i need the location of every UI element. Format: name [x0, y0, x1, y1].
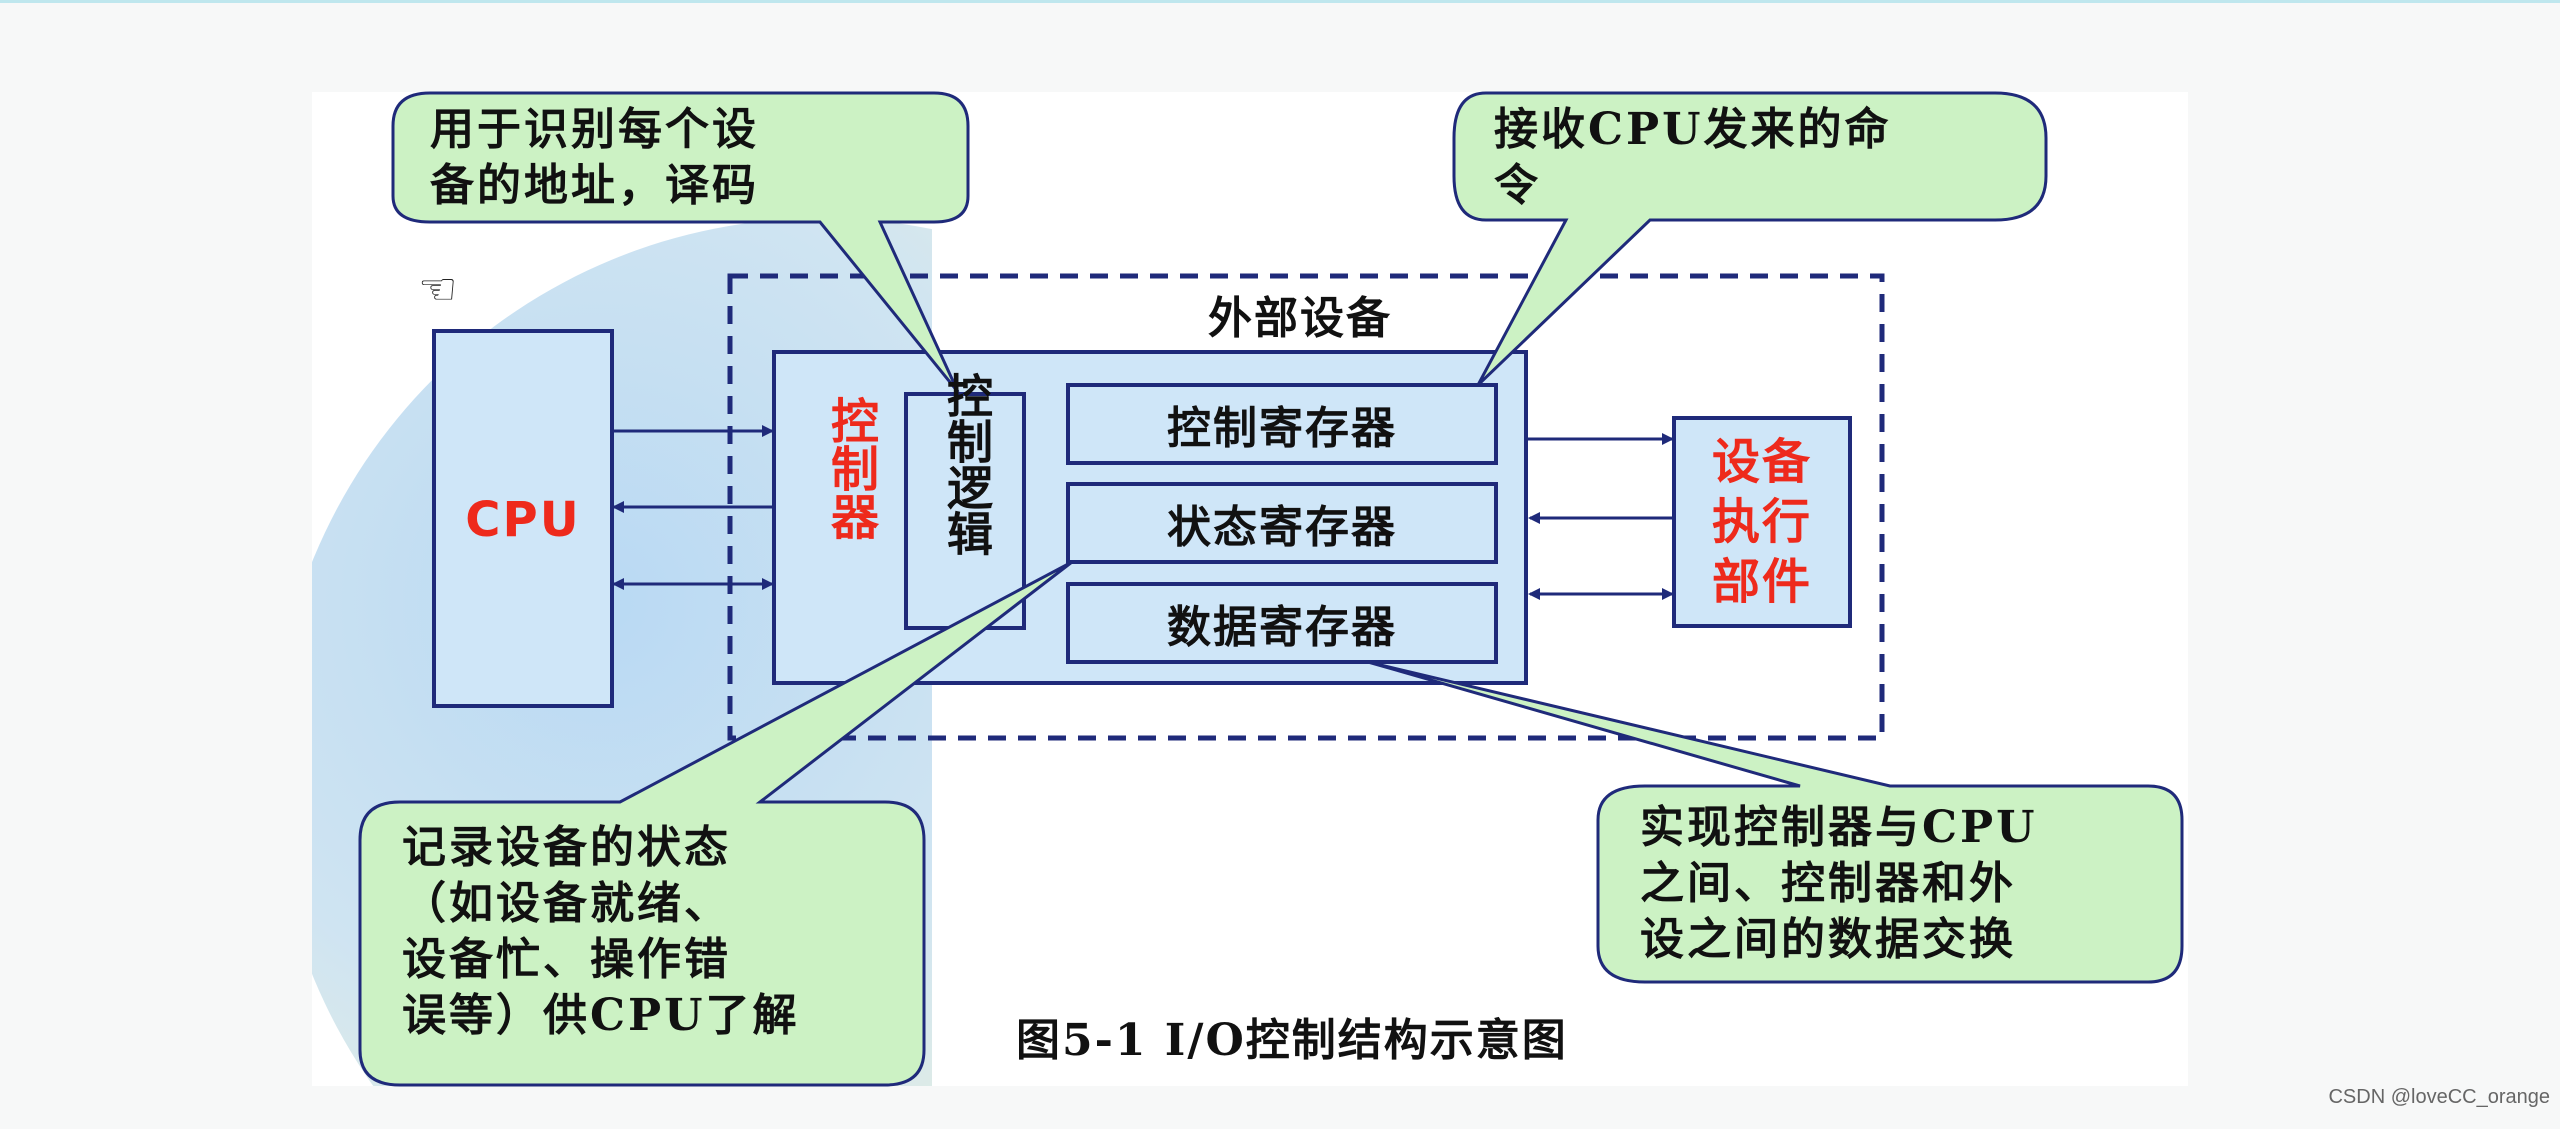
data-register-label: 数据寄存器: [1167, 602, 1397, 653]
external-device-border: [727, 273, 1885, 741]
control-register-box: [1066, 383, 1498, 465]
cpu-box: [432, 329, 614, 708]
device-exec-box: [1672, 416, 1852, 628]
callout-status-bubble: [358, 560, 1073, 1087]
callout-data-bubble: [1367, 660, 2184, 984]
control-logic-label: 控制逻辑: [940, 372, 994, 556]
callout-address-bubble: [391, 91, 970, 393]
data-register-box: [1066, 582, 1498, 664]
control-register-label: 控制寄存器: [1167, 403, 1397, 454]
external-device-label: 外部设备: [1208, 293, 1392, 344]
device-exec-label: 设备执行部件: [1711, 434, 1812, 610]
figure-caption: 图5-1 I/O控制结构示意图: [1016, 1015, 1568, 1066]
callout-data-text: 实现控制器与CPU 之间、控制器和外 设之间的数据交换: [1640, 802, 2038, 965]
watermark: CSDN @loveCC_orange: [2328, 1086, 2550, 1108]
callout-address-text: 用于识别每个设 备的地址，译码: [430, 104, 759, 211]
pointing-hand-icon: ☜: [418, 264, 458, 315]
callout-command-text: 接收CPU发来的命 令: [1494, 104, 1892, 211]
callout-status-text: 记录设备的状态 （如设备就绪、 设备忙、操作错 误等）供CPU了解: [402, 822, 800, 1041]
callout-command-bubble: [1452, 91, 2048, 387]
top-border: [0, 0, 2560, 3]
status-register-box: [1066, 482, 1498, 564]
cpu-label: CPU: [465, 492, 581, 548]
status-register-label: 状态寄存器: [1167, 502, 1397, 553]
controller-label: 控制器: [822, 396, 878, 540]
